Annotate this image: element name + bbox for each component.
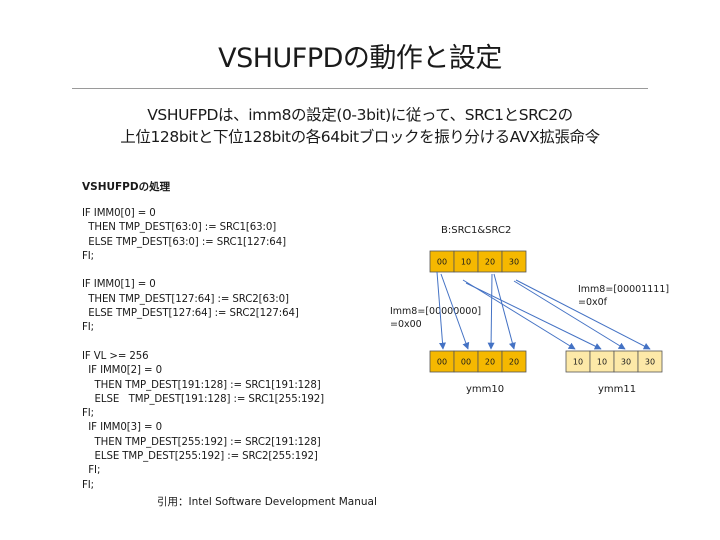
slide-subtitle: VSHUFPDは、imm8の設定(0-3bit)に従って、SRC1とSRC2の …: [0, 104, 720, 148]
imm-right-value: Imm8=[00001111]: [578, 284, 669, 295]
shuffle-arrow-5: [465, 282, 602, 350]
source-cell-label-3: 30: [509, 258, 519, 267]
shuffle-arrow-0: [436, 271, 446, 350]
code-heading: VSHUFPDの処理: [82, 181, 171, 193]
ymm10-cell-label-2: 20: [485, 358, 495, 367]
ymm10-cell-label-0: 00: [437, 358, 447, 367]
subtitle-line-1: VSHUFPDは、imm8の設定(0-3bit)に従って、SRC1とSRC2の: [147, 106, 573, 124]
ymm11-cell-label-3: 30: [645, 358, 655, 367]
slide-title: VSHUFPDの動作と設定: [218, 43, 502, 74]
source-cell-label-1: 10: [461, 258, 471, 267]
shuffle-arrow-6: [513, 280, 626, 350]
dest-left-label: ymm10: [466, 384, 504, 395]
ymm11-cell-label-1: 10: [597, 358, 607, 367]
source-cell-3: [501, 250, 527, 273]
ymm10-cell-label-1: 00: [461, 358, 471, 367]
ymm10-cell-label-3: 20: [509, 358, 519, 367]
ymm11-cell-label-0: 10: [573, 358, 583, 367]
shuffle-arrow-2: [487, 273, 495, 350]
ymm11-cell-3: [637, 350, 663, 373]
dest-register-ymm10: 00 00 20 20: [429, 350, 527, 373]
title-divider: [72, 88, 648, 89]
pseudocode-block: IF IMM0[0] = 0 THEN TMP_DEST[63:0] := SR…: [82, 208, 325, 491]
shuffle-arrow-7: [515, 279, 651, 350]
citation: 引用：Intel Software Development Manual: [157, 496, 377, 508]
imm-left-hex: =0x00: [390, 319, 422, 330]
source-cell-label-2: 20: [485, 258, 495, 267]
source-register-label: B:SRC1&SRC2: [441, 225, 511, 236]
shuffle-arrow-1: [440, 273, 470, 350]
dest-right-label: ymm11: [598, 384, 636, 395]
source-register: 00 10 20 30: [429, 250, 527, 273]
subtitle-line-2: 上位128bitと下位128bitの各64bitブロックを振り分けるAVX拡張命…: [120, 128, 600, 146]
imm-right-hex: =0x0f: [578, 297, 608, 308]
ymm11-cell-label-2: 30: [621, 358, 631, 367]
shuffle-arrow-3: [493, 273, 516, 350]
source-cell-label-0: 00: [437, 258, 447, 267]
shuffle-arrow-4: [462, 279, 576, 350]
dest-register-ymm11: 10 10 30 30: [565, 350, 663, 373]
shuffle-arrows: [436, 271, 651, 350]
ymm10-cell-3: [501, 350, 527, 373]
imm-left-value: Imm8=[00000000]: [390, 306, 481, 317]
